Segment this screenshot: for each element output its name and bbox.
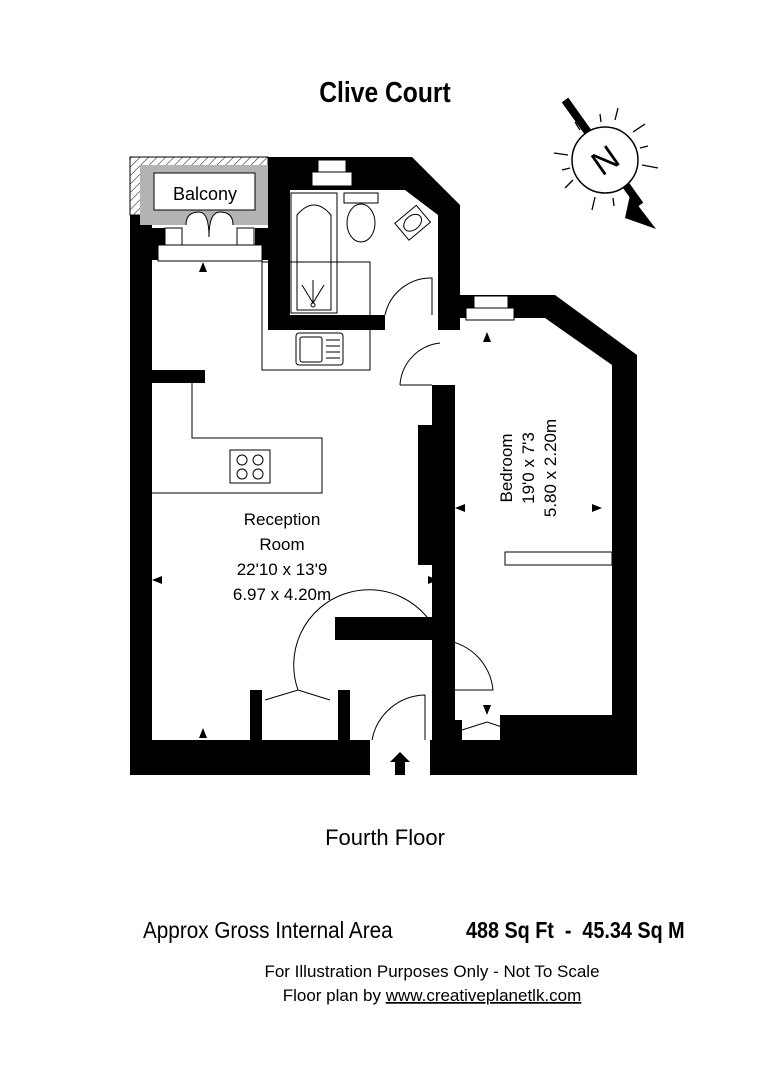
area-value: 488 Sq Ft - 45.34 Sq M bbox=[466, 918, 685, 944]
toilet bbox=[343, 192, 379, 243]
north-compass-icon: N bbox=[553, 97, 659, 229]
balcony: Balcony bbox=[129, 156, 269, 238]
wardrobe-rail bbox=[504, 551, 613, 566]
svg-text:5.80 x 2.20m: 5.80 x 2.20m bbox=[541, 419, 560, 517]
svg-text:Room: Room bbox=[259, 535, 304, 554]
bedroom-label: Bedroom 19'0 x 7'3 5.80 x 2.20m bbox=[497, 419, 560, 517]
doors bbox=[264, 342, 506, 741]
svg-text:6.97 x 4.20m: 6.97 x 4.20m bbox=[233, 585, 331, 604]
dimension-markers bbox=[152, 262, 602, 738]
disclaimer: For Illustration Purposes Only - Not To … bbox=[264, 962, 599, 981]
credit-link[interactable]: www.creativeplanetlk.com bbox=[385, 986, 582, 1005]
floor-label: Fourth Floor bbox=[325, 825, 445, 850]
bathtub bbox=[290, 192, 338, 314]
svg-text:Bedroom: Bedroom bbox=[497, 434, 516, 503]
kitchen-island bbox=[152, 383, 323, 494]
windows bbox=[157, 159, 515, 321]
entrance-arrow-icon bbox=[390, 752, 410, 775]
credit-line: Floor plan by www.creativeplanetlk.com bbox=[283, 986, 582, 1005]
hob-icon bbox=[229, 449, 271, 484]
balcony-label: Balcony bbox=[173, 184, 237, 204]
walls bbox=[130, 157, 637, 775]
svg-text:Reception: Reception bbox=[244, 510, 321, 529]
svg-text:19'0 x 7'3: 19'0 x 7'3 bbox=[519, 432, 538, 504]
plan-title: Clive Court bbox=[319, 76, 450, 108]
svg-text:22'10 x 13'9: 22'10 x 13'9 bbox=[237, 560, 328, 579]
washbasin bbox=[394, 204, 432, 241]
area-label: Approx Gross Internal Area bbox=[143, 917, 393, 943]
sink-icon bbox=[295, 332, 344, 366]
credit-prefix: Floor plan by bbox=[283, 986, 386, 1005]
reception-room-label: Reception Room 22'10 x 13'9 6.97 x 4.20m bbox=[233, 510, 331, 604]
bathroom-door bbox=[384, 277, 433, 316]
